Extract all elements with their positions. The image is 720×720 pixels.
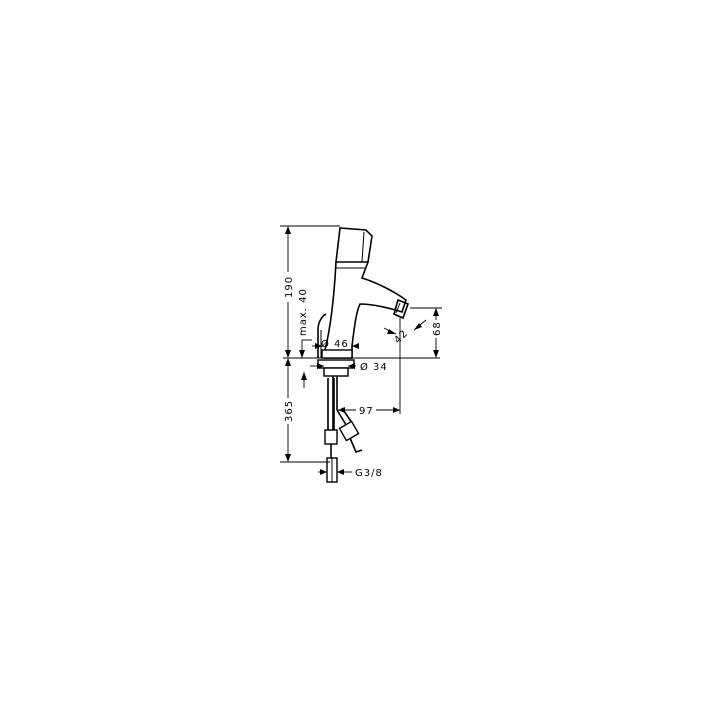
dim-outlet-angle: 42 <box>383 319 427 346</box>
faucet-handle <box>335 227 373 263</box>
label-shank-diameter: Ø 34 <box>360 361 388 373</box>
popup-rod <box>317 313 327 358</box>
dim-top-diameter: Ø 46 <box>312 338 359 350</box>
label-outlet-angle: 42 <box>392 328 410 346</box>
faucet-outlet <box>393 298 410 320</box>
label-thread: G3/8 <box>355 468 383 479</box>
dim-max-height: max. 40 <box>298 288 312 358</box>
label-max-height: max. 40 <box>298 288 309 336</box>
dim-thread: G3/8 <box>318 468 383 479</box>
label-outlet-height: 68 <box>432 321 443 336</box>
supply-hose-left <box>327 378 335 430</box>
dim-outlet-height: 68 <box>410 307 443 358</box>
label-below-deck: 365 <box>284 400 295 422</box>
label-height-total: 190 <box>284 276 295 298</box>
label-reach: 97 <box>359 406 374 417</box>
faucet-column <box>324 261 407 359</box>
faucet-body <box>317 227 410 359</box>
label-top-diameter: Ø 46 <box>321 338 349 350</box>
dim-below-deck: 365 <box>280 358 330 463</box>
dim-shank-diameter: Ø 34 <box>310 361 388 373</box>
below-deck-assembly <box>317 359 363 483</box>
faucet-base <box>321 349 353 359</box>
dim-height-total: 190 <box>280 225 340 358</box>
dim-reach: 97 <box>338 318 401 417</box>
